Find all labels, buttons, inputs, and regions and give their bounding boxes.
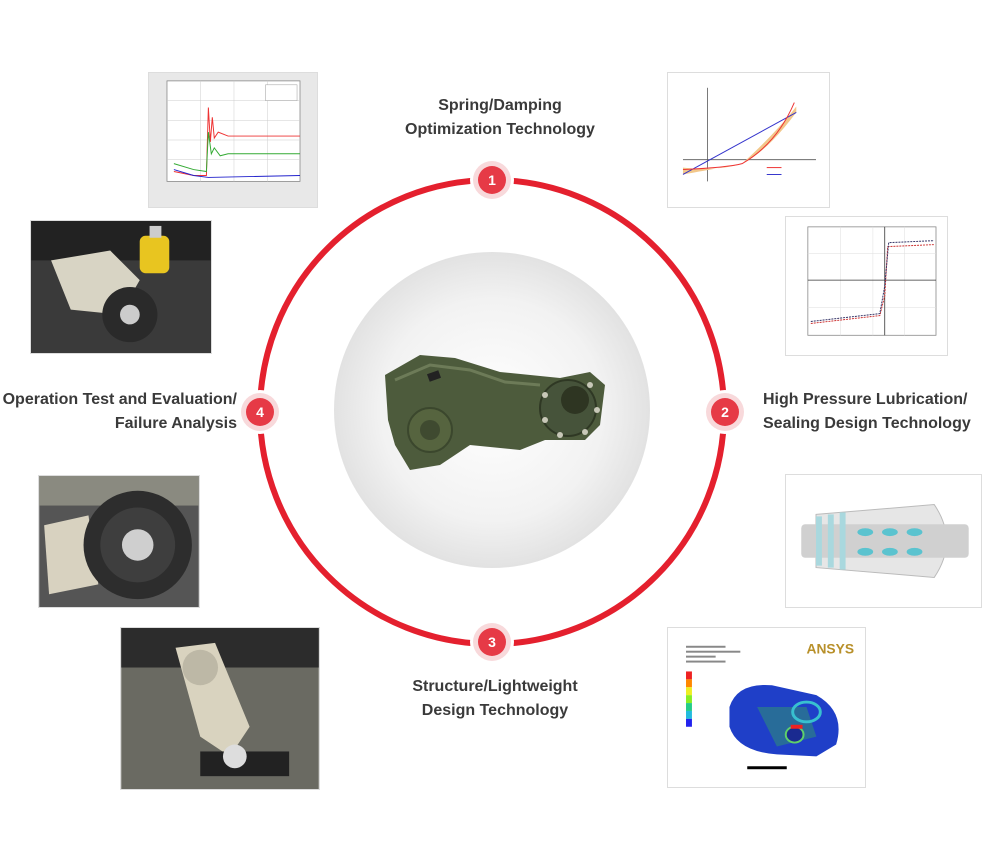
step-badge-3: 3 [478, 628, 506, 656]
step-3-line-1: Structure/Lightweight [412, 678, 578, 695]
step-3-label: Structure/Lightweight Design Technology [375, 675, 615, 723]
spring-characteristic-chart-image [667, 72, 830, 208]
seal-assembly-render [785, 474, 982, 608]
step-1-line-2: Optimization Technology [405, 121, 595, 138]
step-badge-2: 2 [711, 398, 739, 426]
ansys-logo: ANSYS [806, 641, 854, 657]
step-badge-4: 4 [246, 398, 274, 426]
operation-test-rig-photo-3 [120, 627, 320, 790]
operation-test-rig-photo-1 [30, 220, 212, 354]
pressure-chart-image [785, 216, 948, 356]
step-1-label: Spring/Damping Optimization Technology [380, 94, 620, 142]
step-4-line-1: Operation Test and Evaluation/ [2, 391, 237, 408]
step-2-label: High Pressure Lubrication/ Sealing Desig… [763, 388, 1000, 436]
step-2-line-1: High Pressure Lubrication/ [763, 391, 968, 408]
damping-response-chart-image [148, 72, 318, 208]
step-1-line-1: Spring/Damping [438, 97, 562, 114]
ansys-stress-analysis-image: ANSYS [667, 627, 866, 788]
step-4-line-2: Failure Analysis [114, 415, 237, 432]
step-3-line-2: Design Technology [421, 702, 569, 719]
gearbox-image [385, 355, 605, 470]
step-2-line-2: Sealing Design Technology [763, 415, 971, 432]
step-4-label: Operation Test and Evaluation/ Failure A… [0, 388, 237, 436]
step-badge-1: 1 [478, 166, 506, 194]
operation-test-rig-photo-2 [38, 475, 200, 608]
